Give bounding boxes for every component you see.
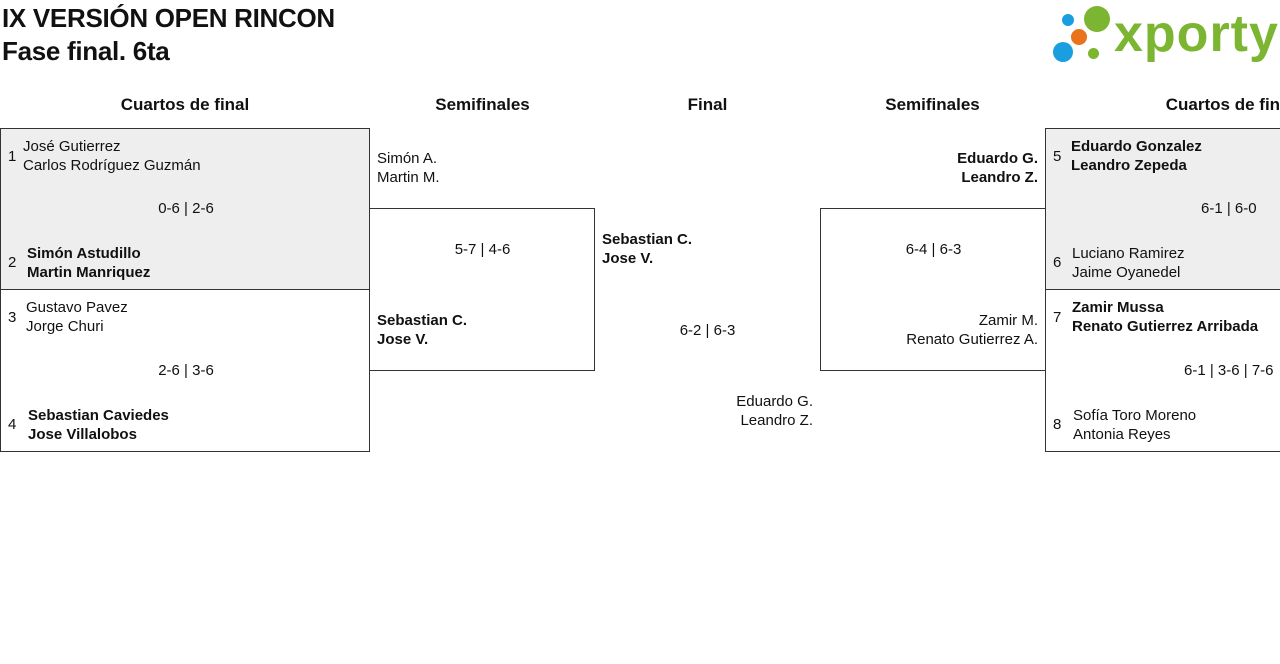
logo-dot-green-icon <box>1084 6 1110 32</box>
player-name: Leandro Z. <box>740 412 813 429</box>
seed-number: 8 <box>1053 416 1062 433</box>
player-name: Zamir M. <box>978 312 1038 329</box>
player-name: José Gutierrez <box>23 138 121 155</box>
semifinal-match-left[interactable]: 5-7 | 4-6 Sebastian C. Jose V. <box>369 208 595 371</box>
player-name: Jose V. <box>602 250 654 267</box>
match-score: 5-7 | 4-6 <box>454 241 511 258</box>
player-name: Renato Gutierrez A. <box>906 331 1038 348</box>
team-b: Zamir M. Renato Gutierrez A. <box>838 311 1038 349</box>
match-score: 6-1 | 6-0 <box>1201 200 1257 217</box>
match-score: 2-6 | 3-6 <box>158 362 214 379</box>
player-name: Antonia Reyes <box>1073 426 1171 443</box>
player-name: Simón A. <box>377 150 438 167</box>
xporty-logo[interactable]: xporty <box>1050 4 1278 68</box>
player-name: Jaime Oyanedel <box>1072 264 1181 281</box>
final-score: 6-2 | 6-3 <box>679 322 736 339</box>
match-score: 6-1 | 3-6 | 7-6 <box>1184 362 1274 379</box>
quarterfinal-match-1[interactable]: 1 José Gutierrez Carlos Rodríguez Guzmán… <box>0 128 370 290</box>
player-name: Jose Villalobos <box>28 426 137 443</box>
player-name: Carlos Rodríguez Guzmán <box>23 157 201 174</box>
player-name: Martin M. <box>377 169 440 186</box>
semifinal-match-right[interactable]: 6-4 | 6-3 Zamir M. Renato Gutierrez A. <box>820 208 1046 371</box>
round-header-right-quarters: Cuartos de final <box>1165 95 1280 114</box>
team-b-winner: Simón Astudillo Martin Manriquez <box>27 244 150 282</box>
player-name: Luciano Ramirez <box>1072 245 1185 262</box>
team-b: Luciano Ramirez Jaime Oyanedel <box>1072 244 1185 282</box>
title-line1: IX VERSIÓN OPEN RINCON <box>2 3 335 33</box>
logo-dot-blue-small-icon <box>1062 14 1074 26</box>
round-header-left-quarters: Cuartos de final <box>120 95 250 114</box>
player-name: Sofía Toro Moreno <box>1073 407 1197 424</box>
seed-number: 6 <box>1053 254 1062 271</box>
final-team-a-winner: Sebastian C. Jose V. <box>602 230 692 268</box>
team-a: Gustavo Pavez Jorge Churi <box>26 298 128 336</box>
logo-text: xporty <box>1114 5 1279 63</box>
team-b-winner: Sebastian Caviedes Jose Villalobos <box>28 406 169 444</box>
semifinal-left-team-a: Simón A. Martin M. <box>377 149 440 187</box>
player-name: Sebastian C. <box>377 312 468 329</box>
player-name: Martin Manriquez <box>27 264 151 281</box>
quarterfinal-match-4[interactable]: 7 Zamir Mussa Renato Gutierrez Arribada … <box>1045 289 1280 452</box>
quarterfinal-match-3[interactable]: 5 Eduardo Gonzalez Leandro Zepeda 6-1 | … <box>1045 128 1280 290</box>
team-a: José Gutierrez Carlos Rodríguez Guzmán <box>23 137 201 175</box>
player-name: Eduardo G. <box>736 393 813 410</box>
player-name: Renato Gutierrez Arribada <box>1072 318 1259 335</box>
seed-number: 1 <box>8 148 17 165</box>
title-line2: Fase final. 6ta <box>2 36 170 66</box>
team-a-winner: Eduardo Gonzalez Leandro Zepeda <box>1071 137 1202 175</box>
page-title: IX VERSIÓN OPEN RINCON Fase final. 6ta <box>2 2 335 68</box>
player-name: Zamir Mussa <box>1072 299 1164 316</box>
player-name: Gustavo Pavez <box>26 299 128 316</box>
player-name: Eduardo G. <box>957 150 1038 167</box>
player-name: Leandro Zepeda <box>1071 157 1187 174</box>
seed-number: 4 <box>8 416 17 433</box>
player-name: Jose V. <box>377 331 429 348</box>
team-a-winner: Zamir Mussa Renato Gutierrez Arribada <box>1072 298 1258 336</box>
logo-dot-orange-icon <box>1071 29 1087 45</box>
team-b: Sofía Toro Moreno Antonia Reyes <box>1073 406 1196 444</box>
player-name: Sebastian Caviedes <box>28 407 169 424</box>
player-name: Jorge Churi <box>26 318 104 335</box>
match-score: 0-6 | 2-6 <box>158 200 214 217</box>
quarterfinal-match-2[interactable]: 3 Gustavo Pavez Jorge Churi 2-6 | 3-6 4 … <box>0 289 370 452</box>
seed-number: 2 <box>8 254 17 271</box>
match-score: 6-4 | 6-3 <box>905 241 962 258</box>
round-header-final: Final <box>687 95 728 114</box>
seed-number: 7 <box>1053 309 1062 326</box>
seed-number: 5 <box>1053 148 1062 165</box>
round-header-right-semis: Semifinales <box>885 95 980 114</box>
player-name: Sebastian C. <box>602 231 693 248</box>
logo-dot-blue-large-icon <box>1053 42 1073 62</box>
team-b-winner: Sebastian C. Jose V. <box>377 311 467 349</box>
seed-number: 3 <box>8 309 17 326</box>
player-name: Simón Astudillo <box>27 245 141 262</box>
player-name: Eduardo Gonzalez <box>1071 138 1202 155</box>
player-name: Leandro Z. <box>961 169 1038 186</box>
final-team-b: Eduardo G. Leandro Z. <box>613 392 813 430</box>
semifinal-right-team-a-winner: Eduardo G. Leandro Z. <box>838 149 1038 187</box>
logo-dot-green-small-icon <box>1088 48 1099 59</box>
round-header-left-semis: Semifinales <box>435 95 530 114</box>
